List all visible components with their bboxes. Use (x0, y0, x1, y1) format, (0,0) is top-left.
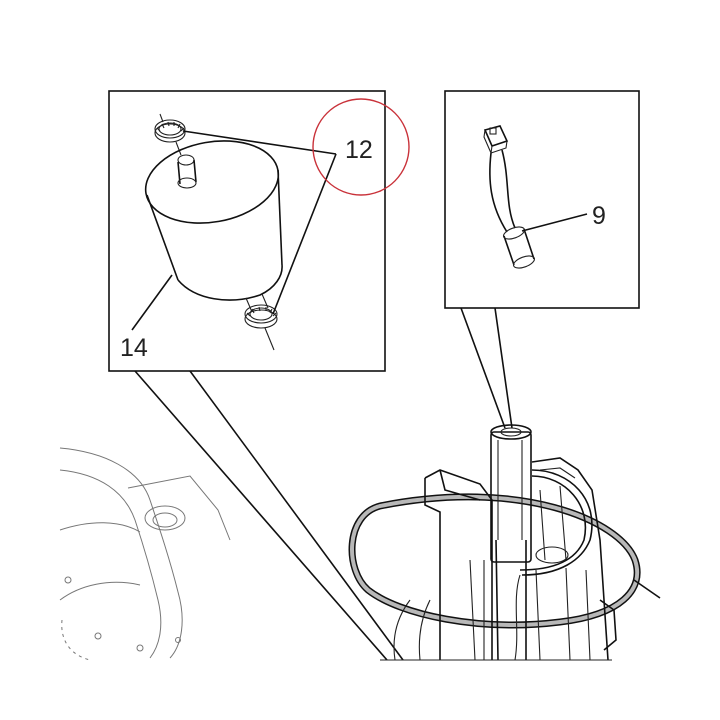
fuel-filter (144, 140, 283, 313)
lower-hose-clamp (244, 153, 337, 351)
callout-14: 14 (120, 334, 148, 362)
leader-filter (131, 274, 173, 331)
upper-hose-clamp (154, 113, 337, 155)
callout-9: 9 (592, 202, 606, 230)
highlight-circle (312, 98, 410, 196)
tank-flange (59, 447, 231, 661)
sensor-detail-box (444, 90, 640, 429)
callout-12: 12 (345, 136, 373, 164)
fuel-pump-assembly (348, 424, 661, 661)
filter-detail-box (108, 90, 404, 661)
level-sensor (483, 125, 588, 269)
